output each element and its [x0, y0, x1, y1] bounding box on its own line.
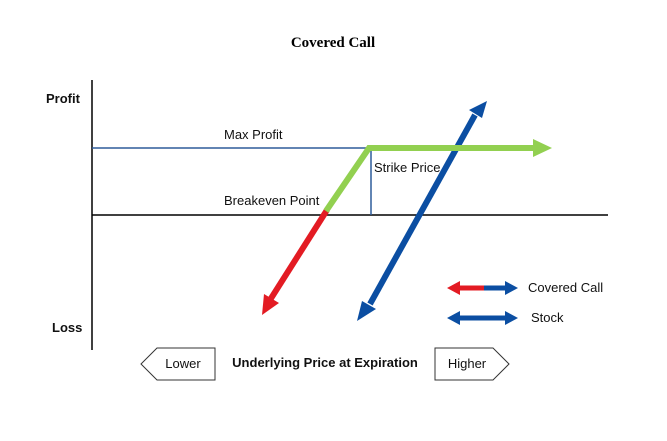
higher-direction-box: Higher [434, 347, 510, 381]
y-axis-profit-label: Profit [46, 91, 81, 106]
legend-stock-label: Stock [531, 310, 564, 325]
strike-price-label: Strike Price [374, 160, 440, 175]
y-axis-loss-label: Loss [52, 320, 82, 335]
covered-call-loss-line [267, 208, 330, 302]
stock-line [367, 113, 478, 306]
breakeven-point-label: Breakeven Point [224, 193, 320, 208]
covered-call-profit-line [323, 145, 536, 213]
x-axis-label: Underlying Price at Expiration [232, 355, 418, 370]
legend-stock-left-head [447, 311, 460, 325]
lower-label: Lower [165, 356, 201, 371]
covered-call-arrowhead-right [533, 139, 552, 157]
stock-arrowhead-up [469, 101, 487, 118]
chart-title: Covered Call [291, 35, 375, 51]
lower-direction-box: Lower [140, 347, 216, 381]
legend-covered-call-right-head [505, 281, 518, 295]
legend-stock-right-head [505, 311, 518, 325]
legend: Covered Call Stock [447, 280, 603, 325]
stock-arrowhead-down [357, 301, 376, 321]
covered-call-arrowhead-down [262, 294, 279, 315]
legend-covered-call-left-head [447, 281, 460, 295]
legend-covered-call-label: Covered Call [528, 280, 603, 295]
higher-label: Higher [448, 356, 487, 371]
max-profit-label: Max Profit [224, 127, 283, 142]
